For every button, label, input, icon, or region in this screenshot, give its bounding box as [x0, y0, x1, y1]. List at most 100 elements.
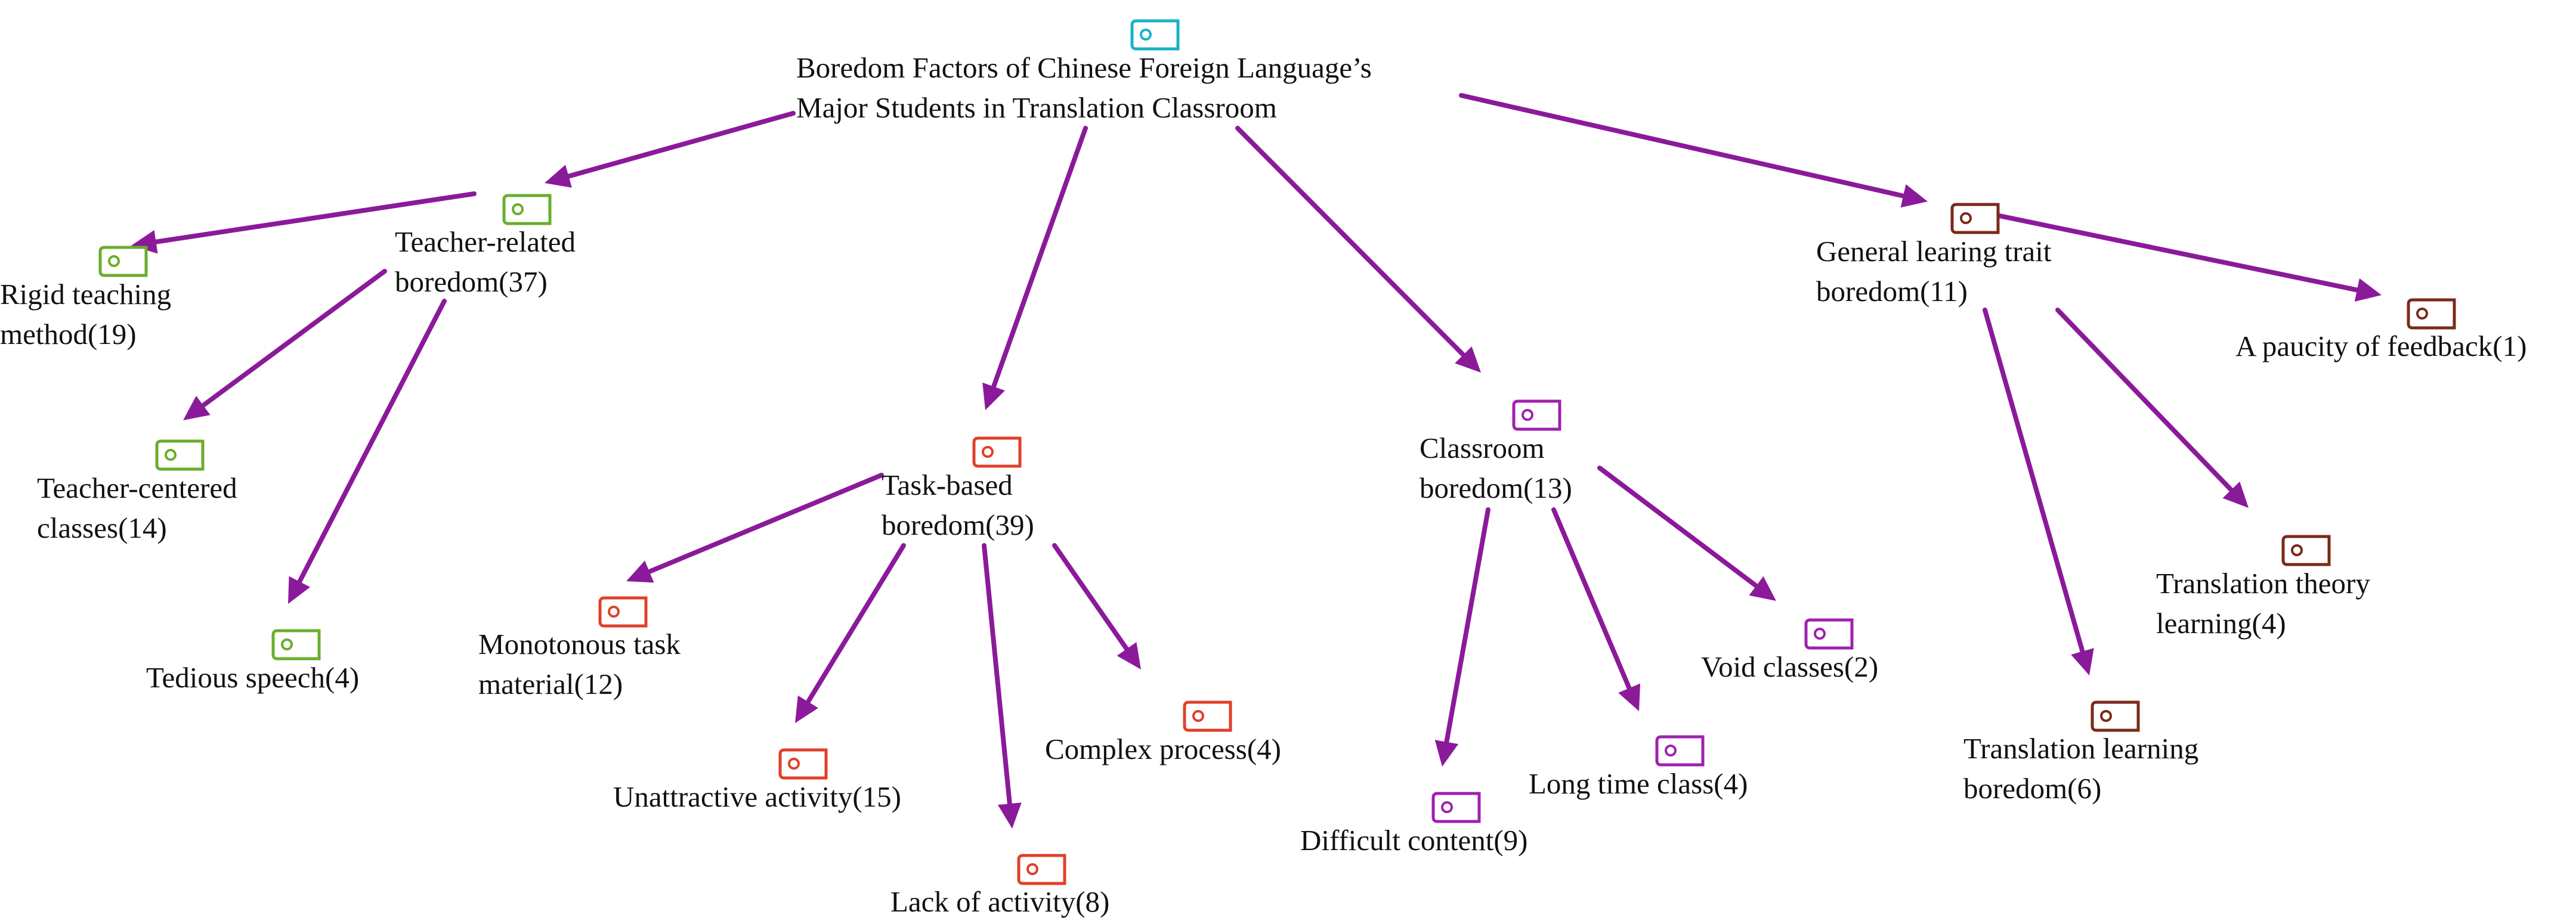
arrow-general-to-paucity	[1954, 204, 2363, 293]
node-label-line: boredom(11)	[1816, 275, 1968, 308]
arrow-root-to-general	[1459, 93, 1909, 200]
node-transl: Translation learning boredom(6)	[1963, 728, 2198, 808]
arrowhead	[288, 576, 311, 604]
tag-icon	[1804, 618, 1854, 650]
arrow-classroom-to-void	[1597, 466, 1762, 591]
arrow-root-to-teacher	[562, 111, 796, 180]
arrow-root-to-task	[990, 126, 1088, 393]
tag-icon	[2091, 700, 2140, 732]
arrow-layer	[131, 93, 2382, 829]
node-difficult: Difficult content(9)	[1300, 820, 1527, 860]
node-general: General learing trait boredom(11)	[1816, 231, 2052, 311]
tag-icon	[1512, 399, 1561, 431]
node-label-line: Tedious speech(4)	[146, 661, 360, 694]
tag-icon	[2281, 535, 2331, 566]
node-label-line: boredom(37)	[395, 265, 548, 298]
tag-icon	[1130, 19, 1180, 51]
node-label-line: Classroom	[1420, 432, 1545, 464]
node-label-line: Major Students in Translation Classroom	[796, 91, 1277, 124]
arrow-task-to-unattract	[803, 543, 906, 708]
node-label-line: Monotonous task	[478, 628, 681, 661]
tag-icon	[1017, 854, 1066, 885]
arrowhead	[1434, 740, 1459, 767]
node-classroom: Classroom boredom(13)	[1420, 428, 1572, 508]
arrow-root-to-classroom	[1235, 126, 1468, 360]
arrow-classroom-to-longtime	[1551, 507, 1633, 694]
icon-layer	[98, 19, 2456, 885]
arrowhead	[1618, 683, 1641, 711]
node-label-line: Long time class(4)	[1529, 767, 1748, 800]
node-label-line: Complex process(4)	[1045, 733, 1281, 765]
node-label-line: Teacher-centered	[37, 472, 237, 504]
tag-icon	[98, 246, 148, 277]
node-label-line: classes(14)	[37, 511, 167, 544]
tag-icon	[155, 439, 205, 471]
arrow-general-to-theory	[2055, 308, 2237, 495]
node-monotonous: Monotonous task material(12)	[478, 624, 681, 704]
node-label-line: Teacher-related	[395, 225, 576, 258]
node-label-line: material(12)	[478, 668, 623, 700]
node-tedious: Tedious speech(4)	[146, 658, 359, 697]
tag-icon	[502, 194, 552, 225]
arrow-teacher-to-centered	[197, 269, 387, 410]
node-teacher: Teacher-related boredom(37)	[395, 222, 576, 302]
arrow-teacher-to-rigid	[150, 191, 477, 245]
arrowhead	[626, 560, 654, 583]
node-label-line: Boredom Factors of Chinese Foreign Langu…	[796, 51, 1372, 84]
node-void: Void classes(2)	[1701, 647, 1878, 687]
node-rigid: Rigid teaching method(19)	[0, 274, 171, 354]
node-theory: Translation theory learning(4)	[2156, 563, 2370, 643]
tag-icon	[778, 748, 828, 780]
node-label-line: Lack of activity(8)	[890, 885, 1110, 918]
arrowhead	[1900, 184, 1928, 208]
node-label-line: Unattractive activity(15)	[613, 780, 901, 813]
node-centered: Teacher-centered classes(14)	[37, 468, 237, 548]
node-longtime: Long time class(4)	[1529, 764, 1748, 804]
node-label-line: Void classes(2)	[1701, 650, 1879, 683]
node-label-line: Task-based	[882, 469, 1013, 501]
node-label-line: Translation theory	[2156, 567, 2370, 600]
arrowhead	[1455, 346, 1481, 373]
node-label-line: Difficult content(9)	[1300, 824, 1528, 857]
tag-icon	[1655, 735, 1705, 767]
tag-icon	[271, 629, 321, 661]
arrowhead	[1117, 642, 1141, 669]
node-complex: Complex process(4)	[1045, 729, 1281, 769]
arrowhead	[982, 382, 1005, 410]
arrowhead	[1749, 576, 1776, 601]
node-label-line: boredom(6)	[1963, 772, 2102, 805]
tag-icon	[1950, 203, 2000, 234]
arrowhead	[131, 230, 158, 254]
arrowhead	[2354, 278, 2382, 302]
arrow-classroom-to-difficult	[1443, 507, 1490, 748]
arrowhead	[997, 802, 1022, 829]
node-lack: Lack of activity(8)	[890, 882, 1109, 922]
arrow-task-to-lack	[982, 543, 1013, 810]
node-label-line: A paucity of feedback(1)	[2235, 330, 2527, 362]
node-label-line: learning(4)	[2156, 607, 2286, 640]
arrowhead	[795, 695, 818, 723]
tag-icon	[2407, 298, 2456, 330]
arrowhead	[2222, 481, 2249, 508]
tag-icon	[1183, 700, 1232, 732]
arrow-task-to-monotonous	[644, 473, 884, 576]
node-task: Task-based boredom(39)	[882, 465, 1034, 545]
node-label-line: Rigid teaching	[0, 278, 172, 311]
arrowhead	[2071, 648, 2094, 675]
node-label-line: boredom(13)	[1420, 472, 1572, 504]
tag-icon	[598, 596, 648, 628]
node-label-line: method(19)	[0, 318, 137, 351]
arrow-teacher-to-tedious	[295, 299, 447, 588]
arrowhead	[183, 395, 211, 420]
tag-icon	[1431, 792, 1481, 823]
node-unattract: Unattractive activity(15)	[613, 777, 901, 817]
node-label-line: Translation learning	[1963, 732, 2199, 765]
node-label-line: General learing trait	[1816, 235, 2052, 268]
arrowhead	[545, 165, 572, 188]
arrow-task-to-complex	[1052, 543, 1131, 655]
node-label-line: boredom(39)	[882, 508, 1034, 541]
node-root: Boredom Factors of Chinese Foreign Langu…	[796, 48, 1372, 128]
node-paucity: A paucity of feedback(1)	[2235, 326, 2526, 366]
